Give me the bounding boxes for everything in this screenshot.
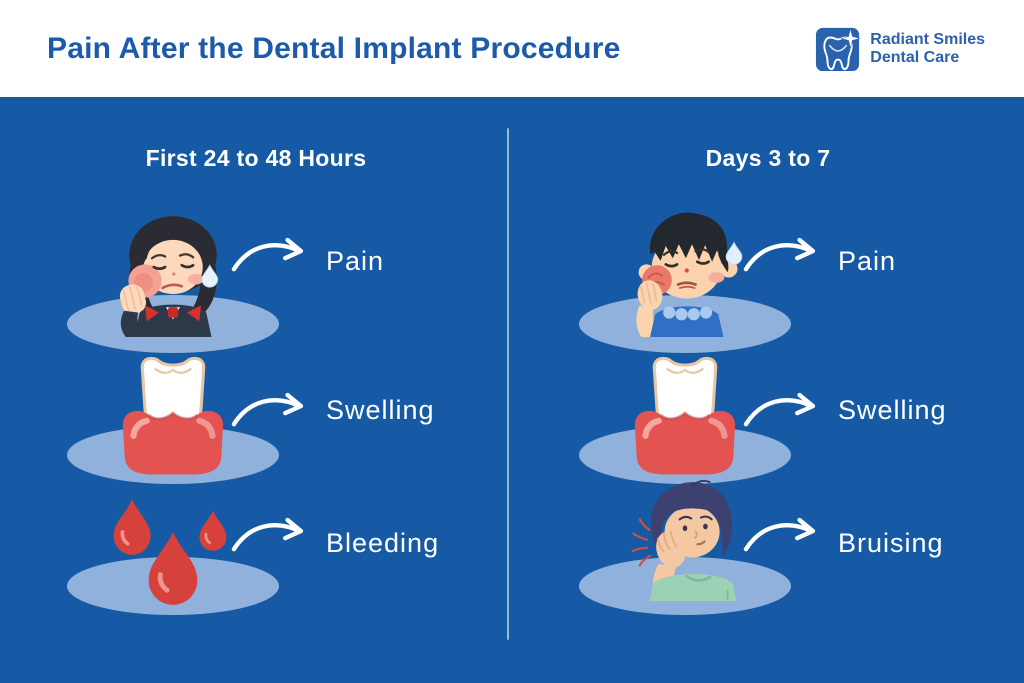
symptom-label: Bleeding	[326, 528, 440, 558]
page-title: Pain After the Dental Implant Procedure	[47, 31, 621, 65]
symptom-item-bleeding: Bleeding	[0, 486, 512, 617]
curved-arrow-icon	[230, 234, 312, 276]
symptom-label: Swelling	[326, 395, 435, 425]
woman-holding-cheek-illustration	[119, 216, 219, 337]
header: Pain After the Dental Implant Procedure …	[0, 0, 1024, 97]
body: First 24 to 48 Hours	[0, 97, 1024, 683]
illustration-stage	[560, 195, 810, 353]
curved-arrow-icon	[742, 234, 824, 276]
curved-arrow-icon	[230, 389, 312, 431]
brand-name-line2: Dental Care	[870, 48, 960, 66]
symptom-label: Swelling	[838, 395, 947, 425]
symptom-list: Pain Swelling	[512, 212, 1024, 617]
curved-arrow-icon	[742, 514, 824, 556]
tooth-logo-icon	[816, 27, 861, 71]
column-days-3-7: Days 3 to 7	[512, 97, 1024, 683]
illustration-stage	[48, 195, 298, 353]
symptom-label: Bruising	[838, 528, 944, 558]
illustration-stage	[560, 326, 810, 484]
person-holding-jaw-illustration	[631, 480, 737, 601]
boy-holding-cheek-illustration	[636, 212, 743, 337]
brand-name-line1: Radiant Smiles	[870, 30, 985, 48]
curved-arrow-icon	[742, 389, 824, 431]
illustration-stage	[48, 326, 298, 484]
blood-drops-illustration	[111, 497, 228, 605]
symptom-item-swelling: Swelling	[0, 355, 512, 486]
illustration-stage	[48, 457, 298, 615]
brand-name: Radiant Smiles Dental Care	[870, 31, 985, 66]
brand-logo: Radiant Smiles Dental Care	[815, 26, 985, 72]
column-first-24-48-hours: First 24 to 48 Hours	[0, 97, 512, 683]
symptom-item-pain: Pain	[0, 216, 512, 355]
column-heading: Days 3 to 7	[705, 145, 831, 171]
symptom-label: Pain	[326, 246, 385, 276]
symptom-list: Pain Swelling	[0, 216, 512, 617]
symptom-item-pain: Pain	[512, 212, 1024, 355]
curved-arrow-icon	[230, 514, 312, 556]
illustration-stage	[560, 457, 810, 615]
symptom-item-swelling: Swelling	[512, 355, 1024, 486]
column-divider	[507, 128, 509, 640]
symptom-item-bruising: Bruising	[512, 480, 1024, 617]
symptom-label: Pain	[838, 246, 897, 276]
column-heading: First 24 to 48 Hours	[145, 145, 367, 171]
